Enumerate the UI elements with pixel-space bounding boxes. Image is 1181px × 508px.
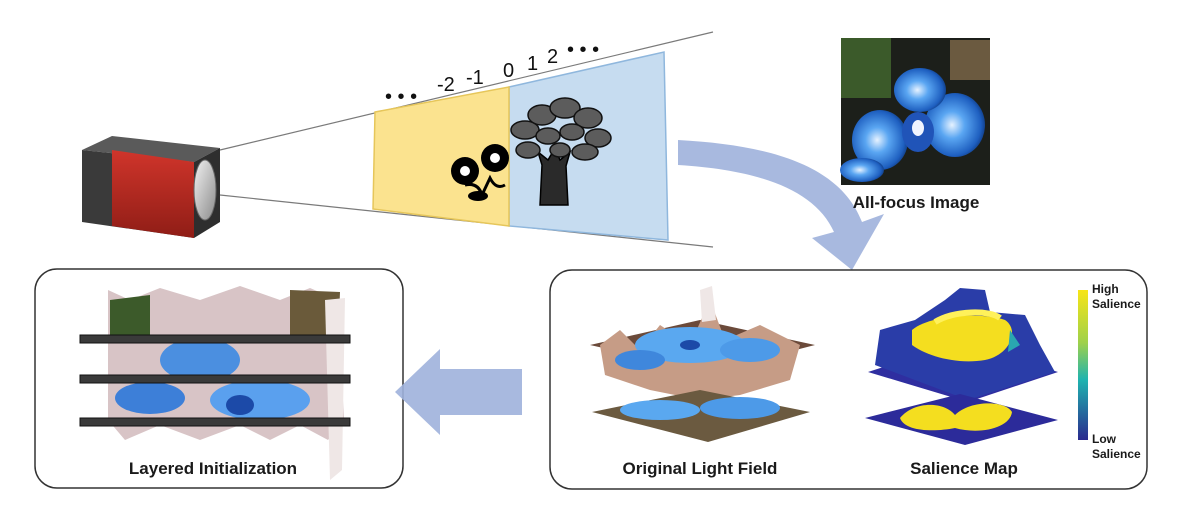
layered-surface bbox=[108, 286, 345, 480]
colorbar-low-1: Low bbox=[1092, 432, 1117, 446]
layer-slabs bbox=[79, 334, 351, 427]
focal-index-labels: • • • -2 -1 0 1 2 • • • bbox=[385, 39, 599, 108]
colorbar-high-1: High bbox=[1092, 282, 1119, 296]
salience-colorbar bbox=[1078, 290, 1088, 440]
trailing-dots: • • • bbox=[567, 39, 599, 61]
salience-surface bbox=[865, 288, 1058, 445]
salience-map-label: Salience Map bbox=[910, 459, 1018, 478]
all-focus-label: All-focus Image bbox=[853, 193, 980, 212]
index-1: 1 bbox=[527, 53, 538, 75]
flower-icon bbox=[451, 144, 509, 201]
index-2: 2 bbox=[547, 46, 558, 68]
colorbar-high-2: Salience bbox=[1092, 297, 1141, 311]
layered-init-label: Layered Initialization bbox=[129, 459, 297, 478]
surface-3d bbox=[590, 286, 815, 442]
camera-icon bbox=[82, 136, 220, 238]
left-arrow bbox=[395, 349, 522, 435]
curved-arrow bbox=[678, 140, 884, 270]
original-lf-label: Original Light Field bbox=[623, 459, 778, 478]
colorbar-low-2: Salience bbox=[1092, 447, 1141, 461]
index-minus-2: -2 bbox=[437, 74, 455, 96]
leading-dots: • • • bbox=[385, 86, 417, 108]
index-minus-1: -1 bbox=[466, 67, 484, 89]
orchid-photo bbox=[840, 38, 990, 185]
index-0: 0 bbox=[503, 60, 514, 82]
frustum-top-line bbox=[219, 31, 714, 151]
tree-icon bbox=[510, 97, 612, 206]
